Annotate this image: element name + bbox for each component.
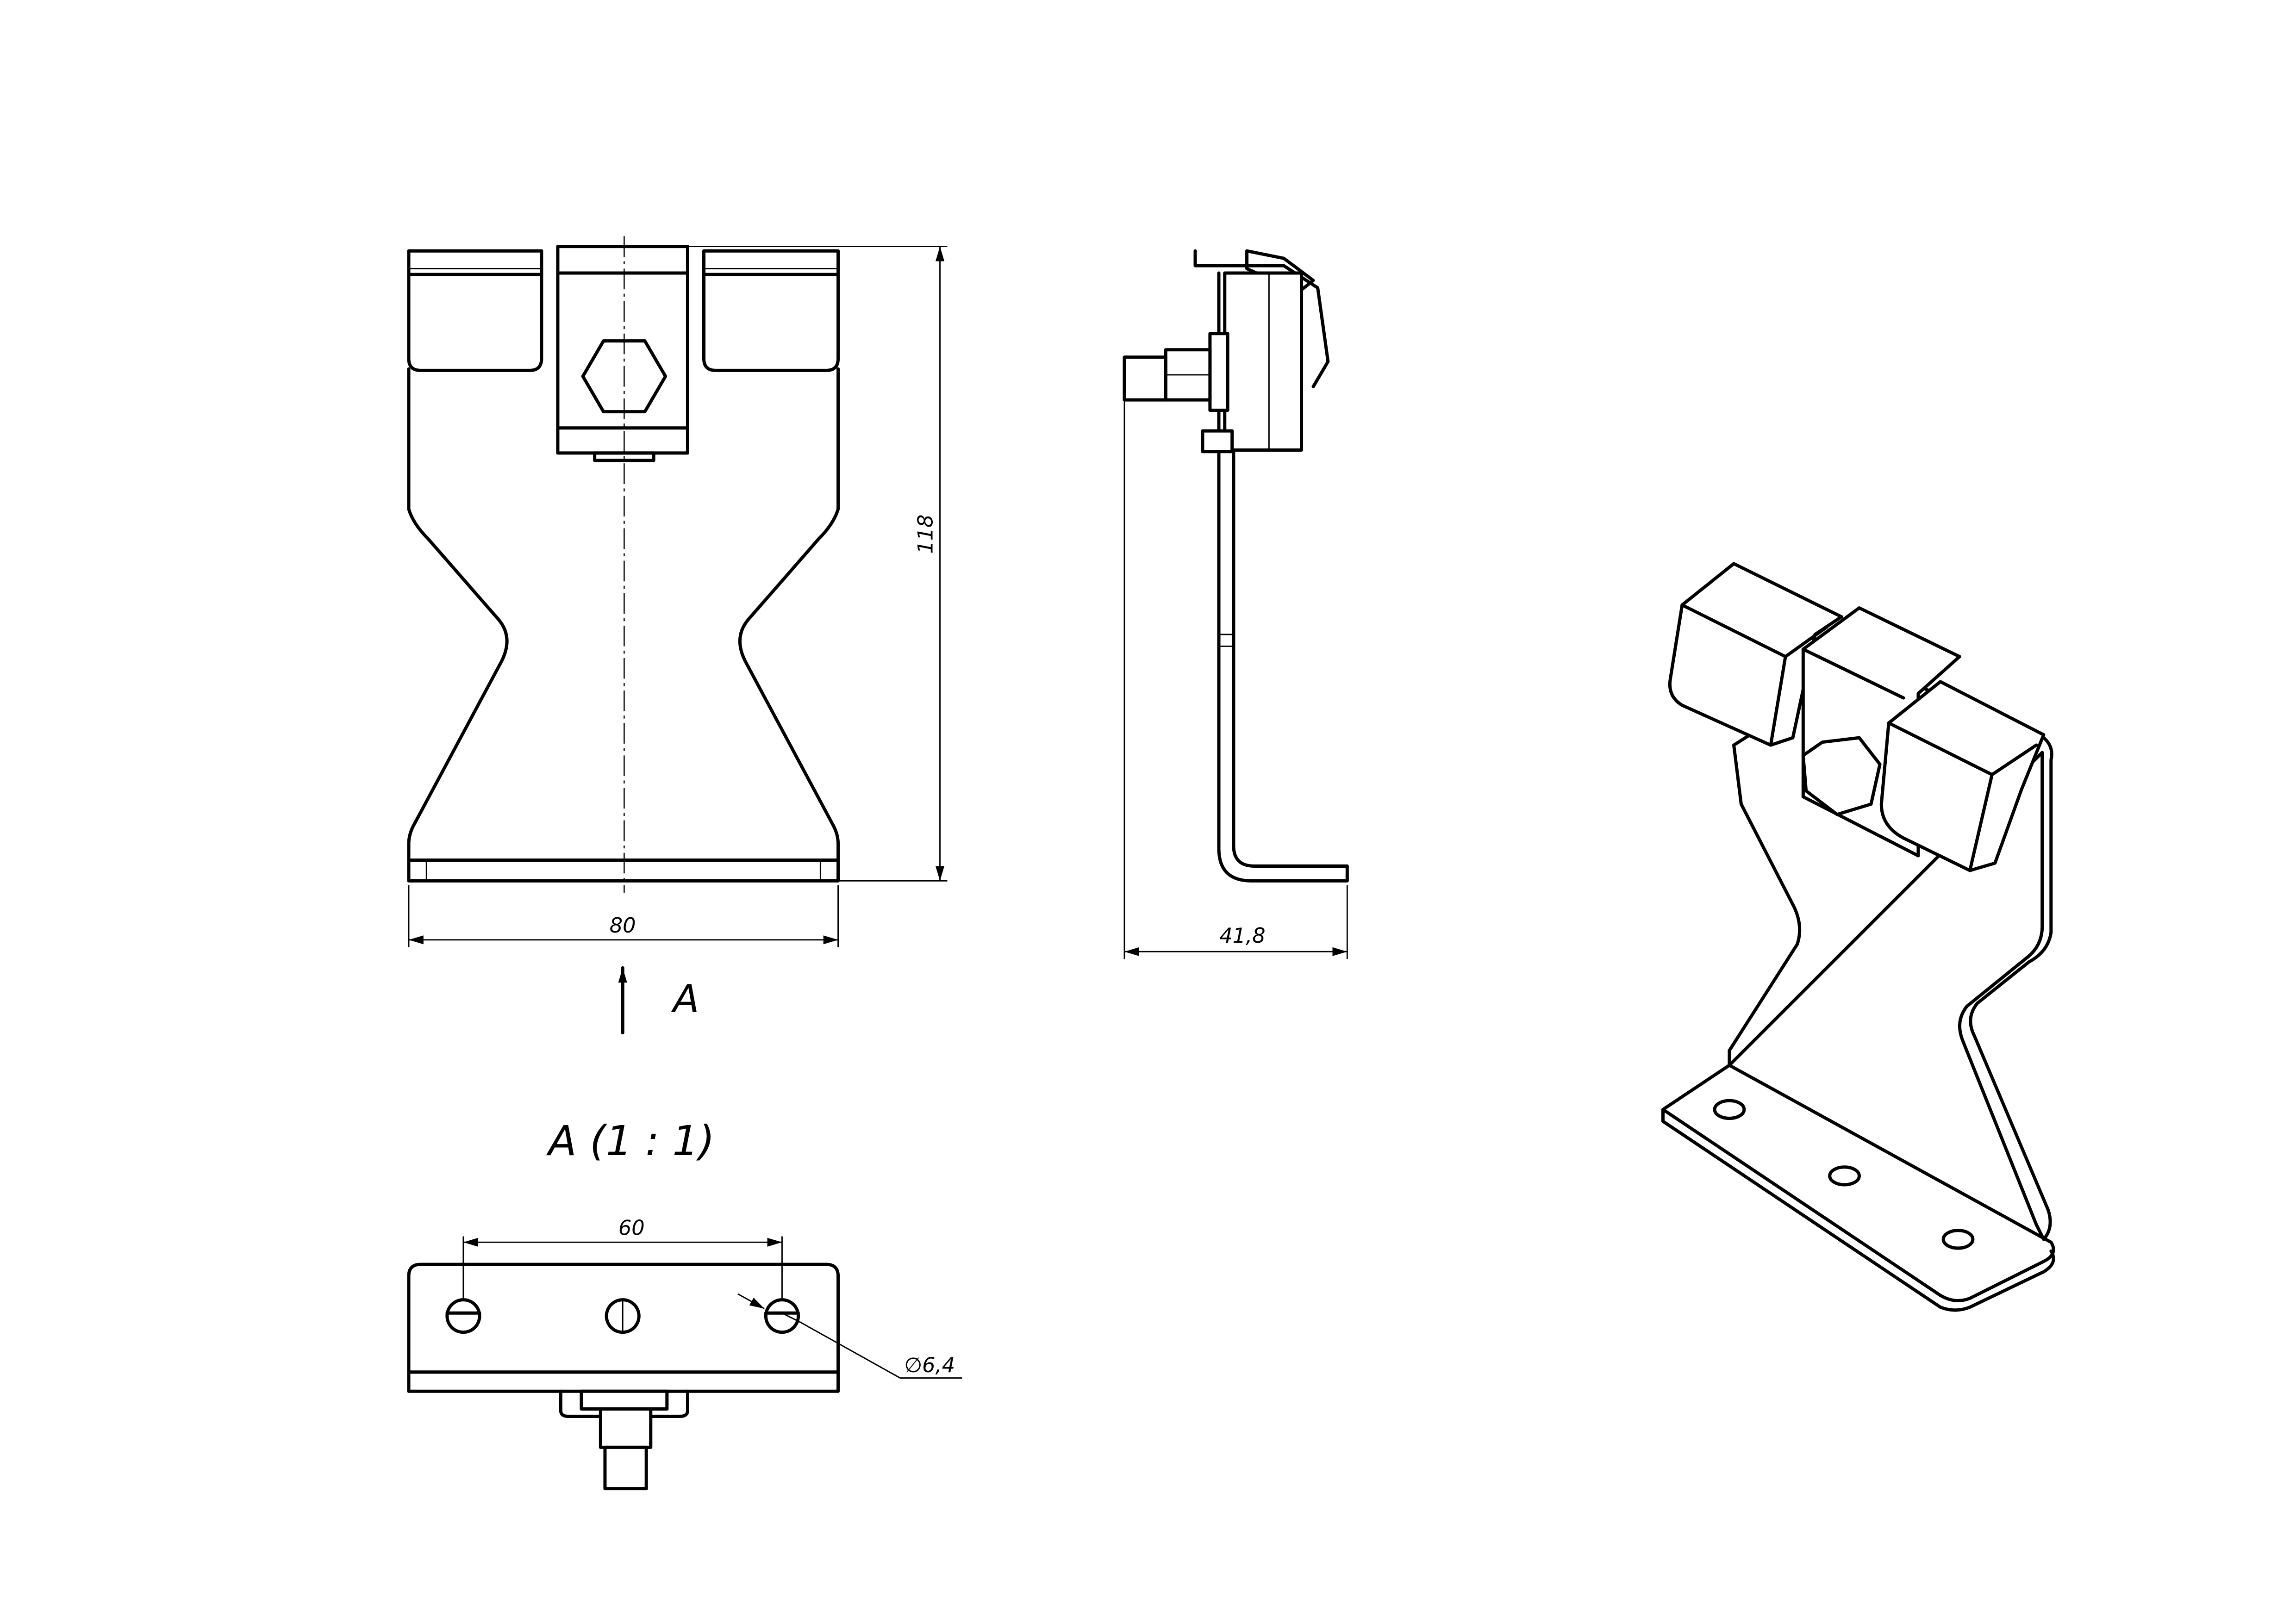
mounting-hole (764, 1298, 800, 1334)
bracket-body-outline (407, 367, 840, 883)
iso-hole (1828, 1165, 1861, 1187)
base-plate-outline (407, 1262, 840, 1393)
hole-spacing-dimension: 60 (618, 1216, 645, 1240)
side-bolt (1123, 355, 1167, 402)
bolt-stud (603, 1445, 648, 1491)
height-dimension: 118 (914, 515, 938, 554)
mounting-hole (605, 1298, 641, 1334)
isometric-view (1661, 562, 2055, 1312)
iso-upright-plate (1728, 684, 2053, 1241)
iso-hex-nut (1801, 736, 1882, 816)
iso-right-block (1879, 680, 2046, 872)
left-clip (407, 249, 543, 372)
view-a: A (1 : 1) 60 ∅6,4 (407, 1117, 962, 1491)
width-dimension: 80 (610, 914, 636, 938)
side-plate-outline (1217, 271, 1349, 883)
depth-dimension: 41,8 (1219, 924, 1265, 948)
hole-diameter-dimension: ∅6,4 (904, 1353, 955, 1377)
mounting-hole (445, 1298, 481, 1334)
front-view: 118 80 A (407, 236, 948, 1035)
iso-hole (1941, 1229, 1975, 1250)
view-arrow-label: A (671, 976, 699, 1021)
bolt-nut (599, 1407, 653, 1449)
iso-hole (1713, 1099, 1746, 1120)
right-clip (702, 249, 840, 372)
view-a-title: A (1 : 1) (546, 1117, 715, 1165)
side-view: 41,8 (1123, 249, 1349, 959)
iso-base-plate (1661, 1063, 2055, 1302)
